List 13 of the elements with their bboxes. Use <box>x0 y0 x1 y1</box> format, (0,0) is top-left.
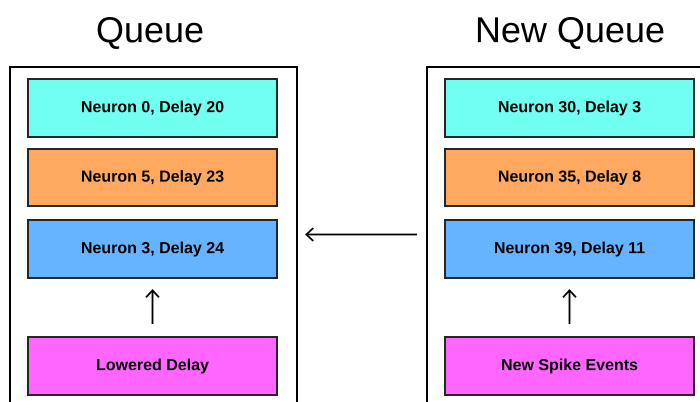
event-box: Neuron 35, Delay 8 <box>444 148 695 207</box>
arrow <box>145 289 160 324</box>
event-box: New Spike Events <box>444 336 695 396</box>
event-box: Neuron 5, Delay 23 <box>27 148 278 207</box>
heading: Queue <box>98 17 202 49</box>
event-box: Neuron 3, Delay 24 <box>27 219 278 279</box>
arrow <box>305 227 417 242</box>
arrow <box>562 289 577 324</box>
event-box: Neuron 0, Delay 20 <box>27 78 278 138</box>
event-box: Neuron 39, Delay 11 <box>444 219 695 279</box>
event-box: Lowered Delay <box>27 336 278 396</box>
heading: New Queue <box>478 17 664 49</box>
event-box: Neuron 30, Delay 3 <box>444 78 695 138</box>
